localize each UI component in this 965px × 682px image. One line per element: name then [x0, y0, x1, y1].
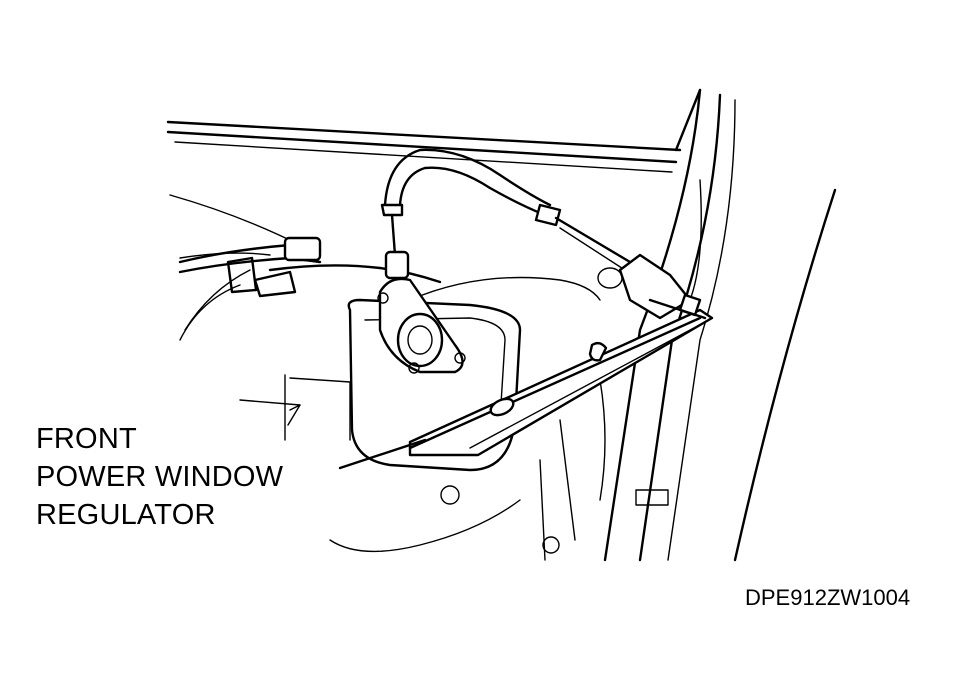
callout-line-3: REGULATOR: [36, 499, 216, 531]
regulator-motor: [377, 250, 466, 374]
upper-pulley-bracket: [597, 253, 707, 320]
arrow-marker-icon: [287, 404, 301, 426]
callout-line-2: POWER WINDOW: [36, 461, 284, 493]
wiring-harness: [178, 236, 442, 341]
regulator-cable: [380, 148, 632, 273]
figure-code: DPE912ZW1004: [745, 585, 911, 610]
door-upper-frame: [166, 88, 702, 173]
callout-leader-line: [338, 438, 427, 470]
regulator-rail: [408, 308, 714, 457]
part-callout-label: FRONT POWER WINDOW REGULATOR: [36, 420, 283, 534]
callout-line-1: FRONT: [36, 423, 137, 455]
